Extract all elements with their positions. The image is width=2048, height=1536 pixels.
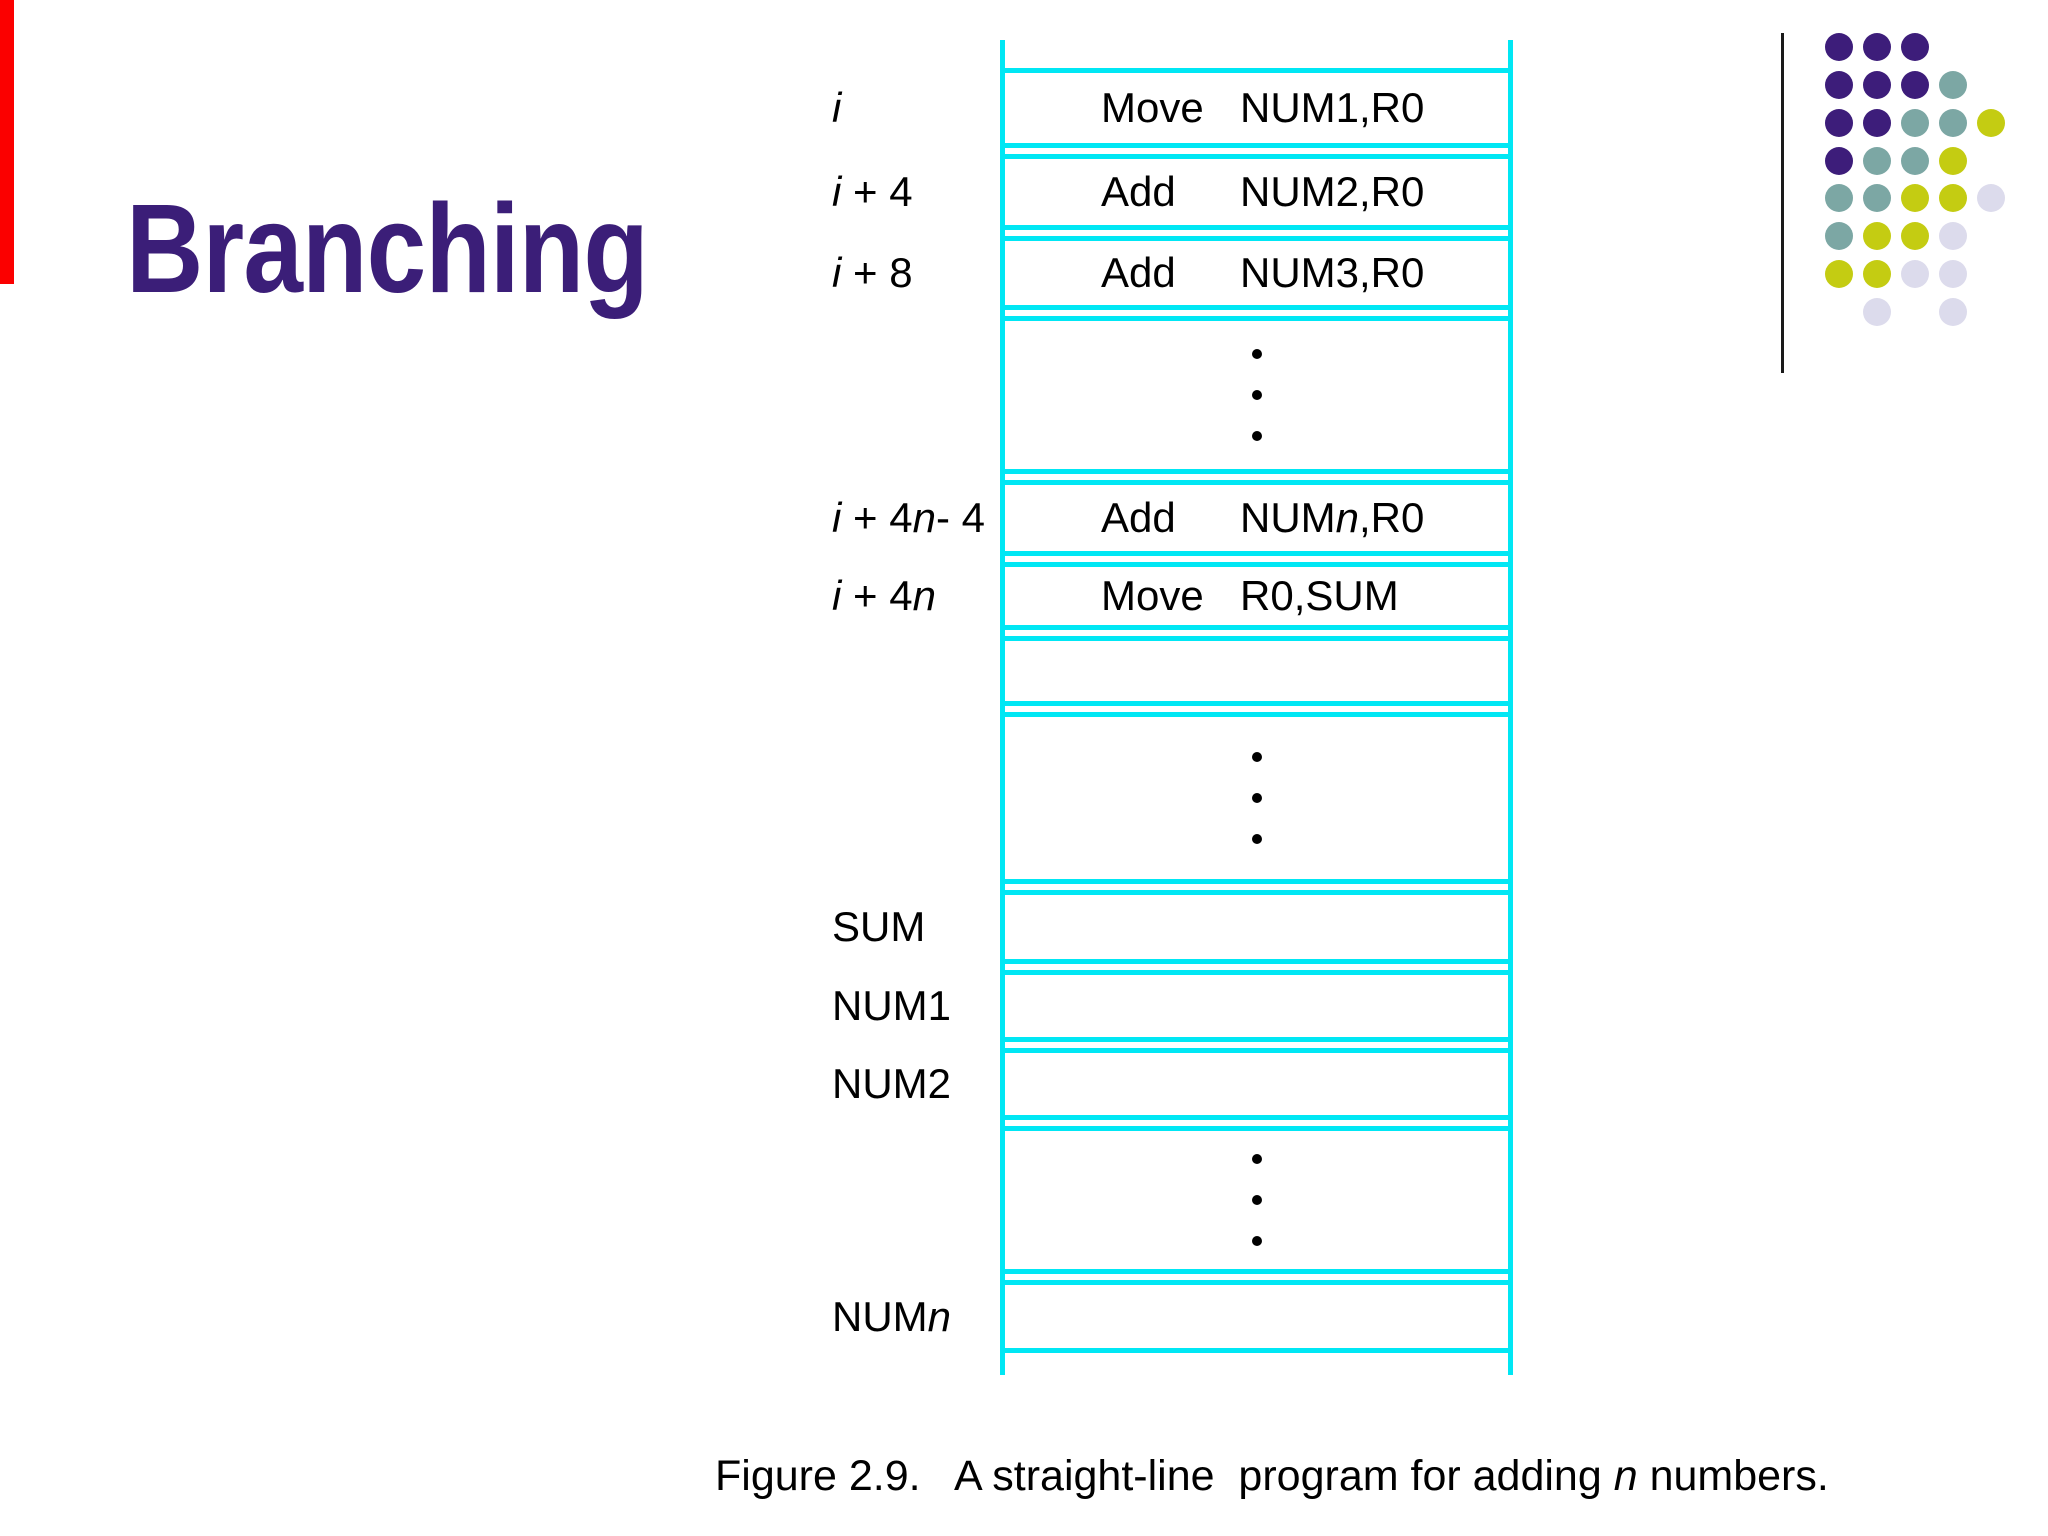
decorative-dot — [1863, 147, 1891, 175]
memory-cell: i + 4n- 4 Add NUMn,R0 — [832, 480, 1513, 556]
page-title: Branching — [126, 178, 649, 319]
decorative-dot — [1825, 147, 1853, 175]
ellipsis-dot — [1251, 431, 1262, 441]
decorative-dot — [1863, 222, 1891, 250]
vertical-divider-line — [1781, 33, 1784, 373]
address-label: NUMn — [832, 1292, 952, 1340]
decorative-dot — [1901, 109, 1929, 137]
decorative-dot — [1901, 33, 1929, 61]
decorative-dot — [1939, 184, 1967, 212]
decorative-dot — [1939, 109, 1967, 137]
memory-cell: i Move NUM1,R0 — [832, 68, 1513, 148]
decorative-dot — [1825, 33, 1853, 61]
instruction-mnemonic: Move — [1101, 84, 1204, 131]
rail-stub — [1000, 1353, 1513, 1375]
red-accent-bar — [0, 0, 14, 284]
decorative-dot — [1863, 109, 1891, 137]
decorative-dot — [1901, 147, 1929, 175]
decorative-dot — [1939, 222, 1967, 250]
instruction-operand: NUMn,R0 — [1240, 494, 1425, 541]
instruction-operand: NUM2,R0 — [1240, 168, 1425, 215]
ellipsis-dot — [1251, 1195, 1262, 1205]
address-label: i + 8 — [832, 249, 913, 296]
ellipsis-section — [1000, 1126, 1513, 1274]
vertical-ellipsis — [1251, 349, 1262, 441]
address-label: NUM2 — [832, 1060, 952, 1107]
decorative-dot — [1825, 222, 1853, 250]
vertical-ellipsis — [1251, 752, 1262, 844]
memory-cell — [1000, 636, 1513, 706]
decorative-dot — [1939, 147, 1967, 175]
instruction-mnemonic: Move — [1101, 572, 1204, 619]
instruction-operand: NUM3,R0 — [1240, 249, 1425, 296]
ellipsis-dot — [1251, 752, 1262, 762]
memory-right-rail — [1508, 40, 1513, 1375]
address-label: i + 4n- 4 — [832, 494, 985, 541]
ellipsis-dot — [1251, 793, 1262, 803]
decorative-dot — [1977, 184, 2005, 212]
decorative-dot — [1901, 260, 1929, 288]
ellipsis-dot — [1251, 834, 1262, 844]
decorative-dot — [1863, 298, 1891, 326]
decorative-dot — [1863, 71, 1891, 99]
decorative-dot — [1901, 184, 1929, 212]
instruction-mnemonic: Add — [1101, 494, 1176, 541]
ellipsis-dot — [1251, 1154, 1262, 1164]
rail-stub — [1000, 40, 1513, 68]
address-label: SUM — [832, 903, 926, 950]
decorative-dot — [1825, 260, 1853, 288]
decorative-dot — [1825, 109, 1853, 137]
ellipsis-dot — [1251, 349, 1262, 359]
memory-cell: i + 4 Add NUM2,R0 — [832, 154, 1513, 230]
decorative-dot — [1825, 184, 1853, 212]
instruction-operand: NUM1,R0 — [1240, 84, 1425, 131]
ellipsis-dot — [1251, 1236, 1262, 1246]
instruction-operand: R0,SUM — [1240, 572, 1399, 619]
memory-cell: i + 8 Add NUM3,R0 — [832, 236, 1513, 310]
figure-caption: Figure 2.9. A straight-line program for … — [715, 1452, 1829, 1500]
memory-left-rail — [1000, 40, 1005, 1375]
address-label: i — [832, 84, 842, 131]
decorative-dot — [1901, 222, 1929, 250]
address-label: i + 4n — [832, 572, 936, 619]
decorative-dot — [1939, 71, 1967, 99]
decorative-dot — [1863, 260, 1891, 288]
decorative-dot — [1939, 260, 1967, 288]
decorative-dot — [1863, 33, 1891, 61]
decorative-dot — [1901, 71, 1929, 99]
ellipsis-dot — [1251, 390, 1262, 400]
decorative-dot — [1977, 109, 2005, 137]
memory-cell: NUM1 — [832, 970, 1513, 1042]
ellipsis-section — [1000, 316, 1513, 474]
address-label: i + 4 — [832, 168, 913, 215]
instruction-mnemonic: Add — [1101, 168, 1176, 215]
vertical-ellipsis — [1251, 1154, 1262, 1246]
decorative-dot — [1939, 298, 1967, 326]
ellipsis-section — [1000, 712, 1513, 884]
instruction-mnemonic: Add — [1101, 249, 1176, 296]
decorative-dot — [1825, 71, 1853, 99]
address-label: NUM1 — [832, 982, 952, 1029]
decorative-dot — [1863, 184, 1891, 212]
memory-cell: NUMn — [832, 1280, 1513, 1353]
memory-cell: i + 4n Move R0,SUM — [832, 562, 1513, 630]
memory-cell: NUM2 — [832, 1048, 1513, 1120]
memory-cell: SUM — [832, 890, 1513, 964]
